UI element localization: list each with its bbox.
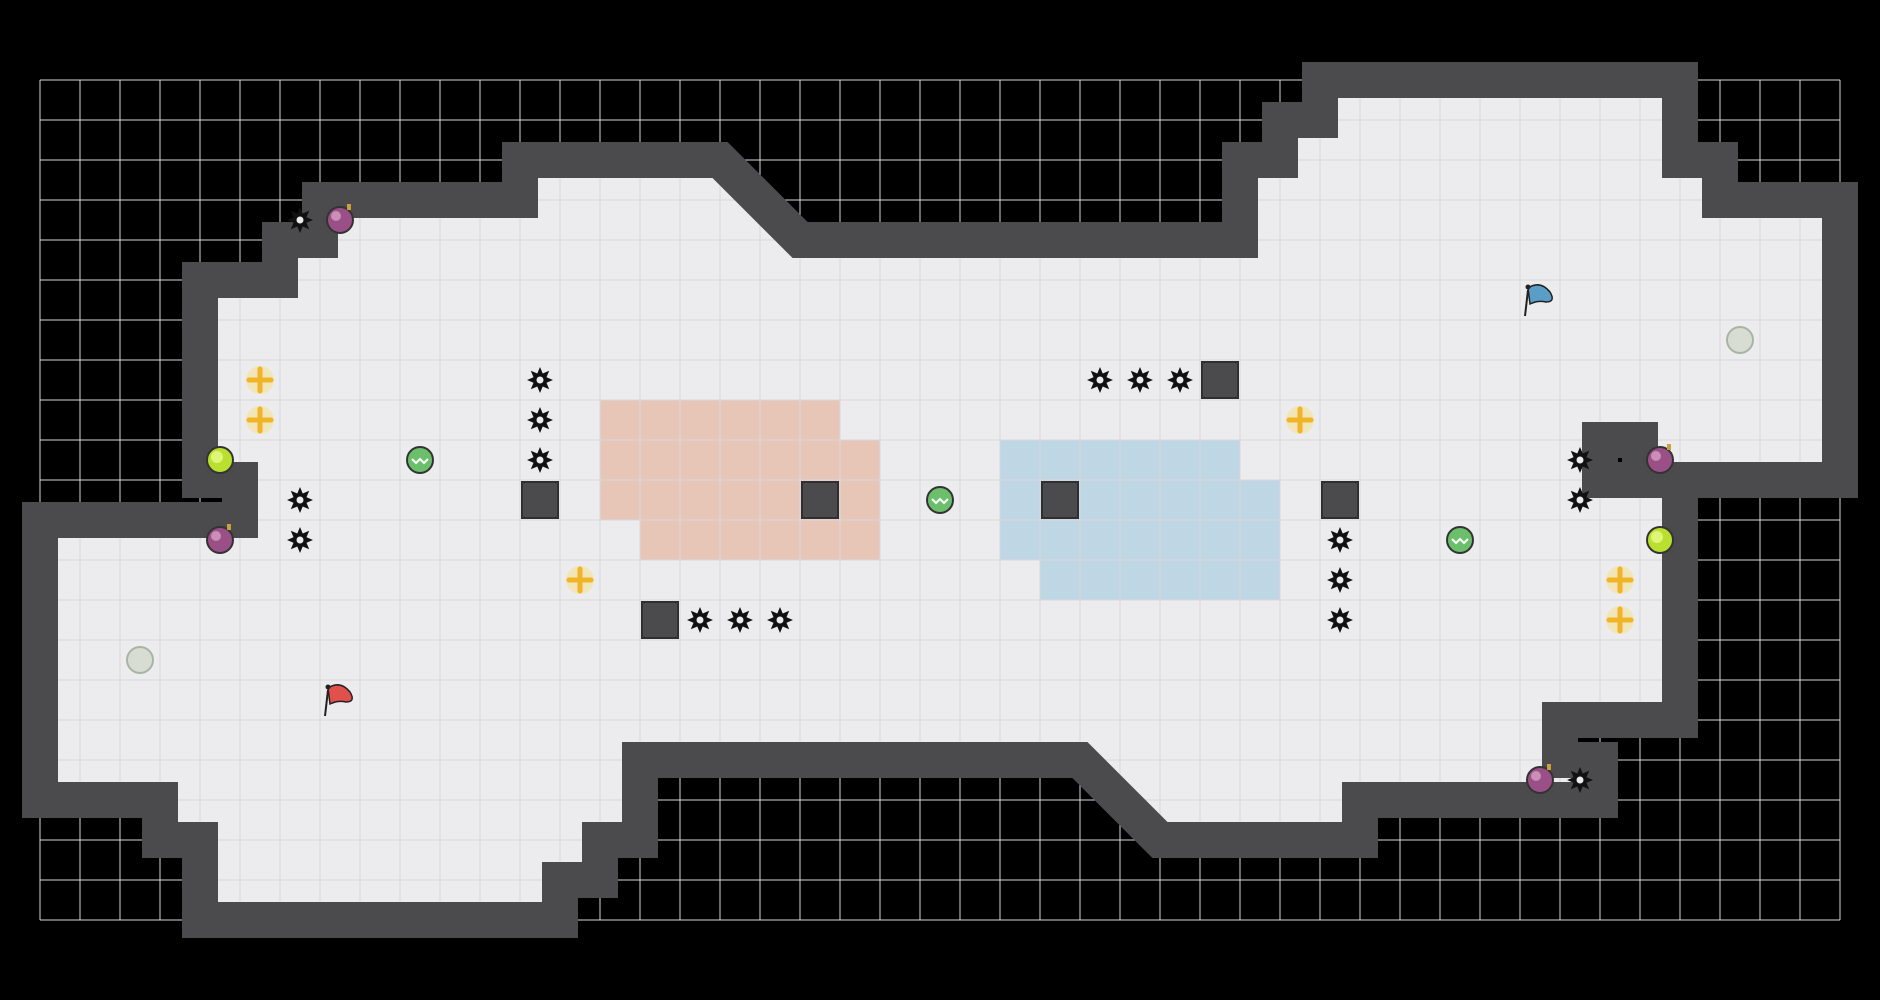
- spike-icon: [527, 407, 553, 433]
- boost-icon: [1606, 566, 1634, 594]
- spike-icon: [1167, 367, 1193, 393]
- wall-block: [801, 481, 839, 519]
- wall-block: [1321, 481, 1359, 519]
- spike-icon: [1327, 607, 1353, 633]
- bomb-icon: [1646, 444, 1674, 474]
- boost-icon: [566, 566, 594, 594]
- spike-icon: [1327, 527, 1353, 553]
- spike-icon: [767, 607, 793, 633]
- spike-icon: [1127, 367, 1153, 393]
- spike-icon: [527, 367, 553, 393]
- spike-icon: [1327, 567, 1353, 593]
- spike-icon: [287, 487, 313, 513]
- boost-icon: [246, 366, 274, 394]
- blue-flag-icon: [1524, 284, 1553, 317]
- boost-icon: [1606, 606, 1634, 634]
- portal-icon: [1726, 326, 1754, 354]
- juke-icon: [926, 486, 954, 514]
- wall-block: [1201, 361, 1239, 399]
- spike-icon: [1567, 487, 1593, 513]
- wall-band: [22, 62, 1858, 938]
- blue-zone: [1000, 520, 1280, 560]
- spike-icon: [287, 207, 313, 233]
- spike-icon: [687, 607, 713, 633]
- bomb-icon: [1526, 764, 1554, 794]
- juke-icon: [1446, 526, 1474, 554]
- red-zone: [600, 440, 880, 480]
- wall-block: [521, 481, 559, 519]
- bomb-icon: [206, 524, 234, 554]
- boost-icon: [1286, 406, 1314, 434]
- spike-icon: [1087, 367, 1113, 393]
- red-flag-icon: [324, 684, 353, 717]
- bomb-icon: [326, 204, 354, 234]
- juke-icon: [406, 446, 434, 474]
- boost-icon: [246, 406, 274, 434]
- spike-icon: [527, 447, 553, 473]
- portal-icon: [126, 646, 154, 674]
- spike-icon: [1567, 767, 1593, 793]
- spike-icon: [727, 607, 753, 633]
- spike-icon: [287, 527, 313, 553]
- powerup-icon: [206, 446, 234, 474]
- powerup-icon: [1646, 526, 1674, 554]
- wall-block: [641, 601, 679, 639]
- wall-block: [1041, 481, 1079, 519]
- spike-icon: [1567, 447, 1593, 473]
